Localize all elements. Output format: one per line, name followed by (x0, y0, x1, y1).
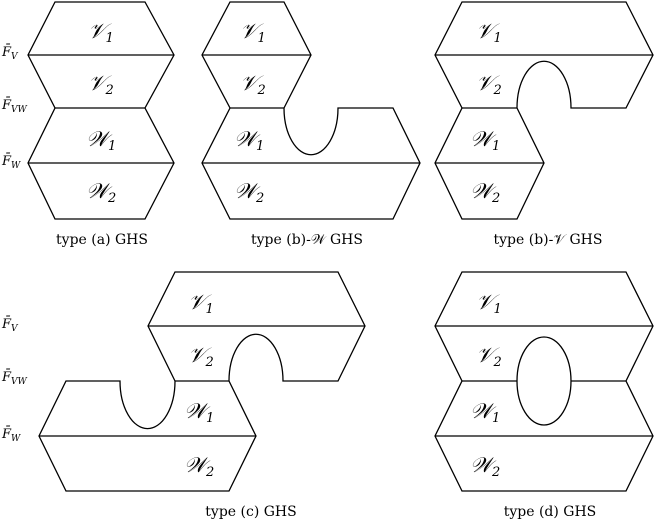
panel-c-v1: 𝒱1 (188, 290, 214, 317)
panel-d-w2: 𝒲2 (470, 453, 500, 480)
side-labels-top: F̄V F̄VW F̄W (1, 44, 28, 171)
side-label-fv: F̄V (1, 44, 19, 62)
panel-bv-outline (434, 1, 654, 220)
panel-d-v1: 𝒱1 (476, 290, 502, 317)
panel-d-v2: 𝒱2 (476, 343, 502, 370)
panel-bv-v2: 𝒱2 (476, 71, 502, 98)
panel-type-c: 𝒱1 𝒱2 𝒲1 𝒲2 type (c) GHS (38, 271, 366, 520)
panel-d-hole (516, 336, 572, 426)
panel-type-b-w: 𝒱1 𝒱2 𝒲1 𝒲2 type (b)-𝒲 GHS (201, 1, 421, 248)
panel-c-v2: 𝒱2 (188, 343, 214, 370)
panel-bw-v1: 𝒱1 (240, 19, 266, 46)
panel-bv-w1: 𝒲1 (470, 127, 500, 154)
panel-type-d: 𝒱1 𝒱2 𝒲1 𝒲2 type (d) GHS (434, 271, 654, 520)
panel-a-caption: type (a) GHS (56, 232, 148, 248)
side-label-fw: F̄W (1, 153, 21, 171)
panel-d-w1: 𝒲1 (470, 399, 500, 426)
panel-bw-w2: 𝒲2 (234, 179, 264, 206)
side-labels-bottom: F̄V F̄VW F̄W (1, 316, 28, 444)
panel-bv-caption: type (b)-𝒱 GHS (494, 232, 603, 248)
panel-a-w1: 𝒲1 (86, 127, 116, 154)
panel-d-outline (434, 271, 654, 492)
panel-bv-w2: 𝒲2 (470, 179, 500, 206)
panel-d-caption: type (d) GHS (504, 504, 597, 520)
panel-c-caption: type (c) GHS (205, 504, 296, 520)
panel-c-outline (38, 271, 366, 492)
panel-bw-caption: type (b)-𝒲 GHS (251, 232, 363, 248)
panel-bv-v1: 𝒱1 (476, 19, 502, 46)
panel-type-b-v: 𝒱1 𝒱2 𝒲1 𝒲2 type (b)-𝒱 GHS (434, 1, 654, 248)
panel-bw-w1: 𝒲1 (234, 127, 264, 154)
side-label-fw-2: F̄W (1, 426, 21, 444)
panel-a-w2: 𝒲2 (86, 179, 116, 206)
panel-c-w2: 𝒲2 (184, 453, 214, 480)
panel-a-outline (27, 1, 175, 220)
side-label-fv-2: F̄V (1, 316, 19, 334)
panel-type-a: 𝒱1 𝒱2 𝒲1 𝒲2 type (a) GHS (27, 1, 175, 248)
panel-a-v1: 𝒱1 (88, 19, 114, 46)
panel-bw-v2: 𝒱2 (240, 71, 266, 98)
panel-c-w1: 𝒲1 (184, 399, 214, 426)
side-label-fvw: F̄VW (1, 97, 28, 115)
panel-bw-outline (201, 1, 421, 220)
side-label-fvw-2: F̄VW (1, 369, 28, 387)
panel-a-v2: 𝒱2 (88, 71, 114, 98)
